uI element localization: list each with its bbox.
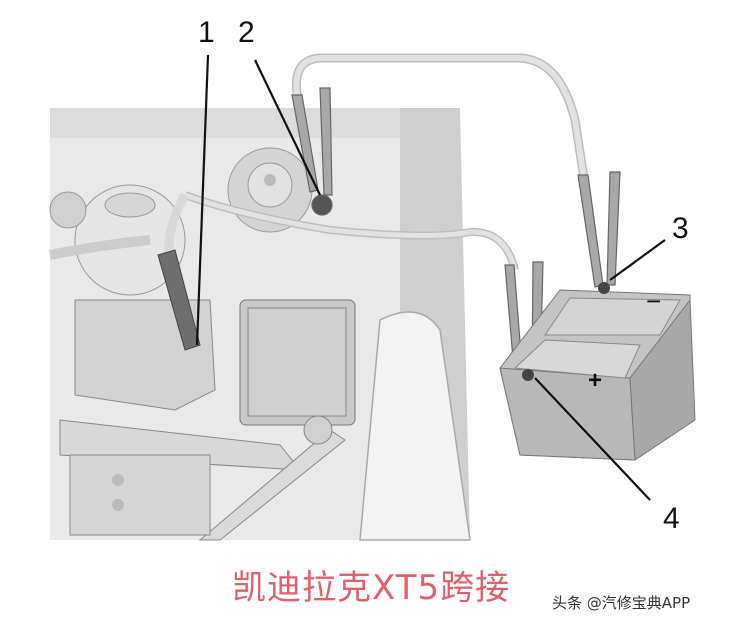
watermark: 头条 @汽修宝典APP [552, 594, 691, 612]
clamp-1 [157, 249, 201, 351]
battery-positive-symbol: + [588, 367, 602, 394]
jumper-cables [164, 53, 590, 272]
callout-3: 3 [672, 212, 689, 245]
callout-1: 1 [198, 16, 215, 49]
callout-4: 4 [663, 502, 680, 535]
battery-negative-symbol: − [646, 286, 661, 316]
callout-lines [195, 54, 666, 501]
engine-bay [49, 108, 471, 541]
clamp-3 [577, 171, 621, 288]
figure-caption: 凯迪拉克XT5跨接 [232, 568, 511, 608]
battery: − + [499, 282, 696, 461]
callout-2: 2 [238, 16, 255, 49]
